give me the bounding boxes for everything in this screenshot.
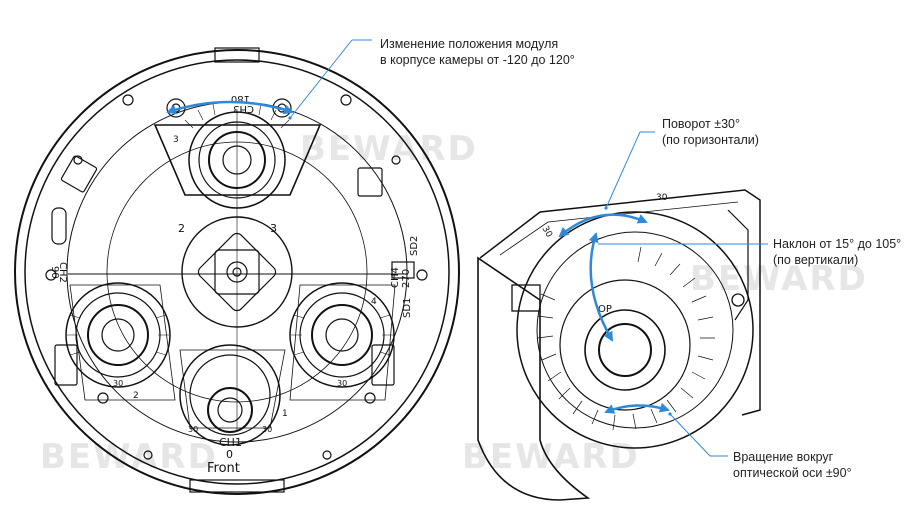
callout-line: Наклон от 15° до 105° — [773, 237, 902, 251]
marker-3-label: 3 — [270, 222, 277, 235]
watermark-text: BEWARD — [300, 129, 478, 169]
lens-body-outer — [516, 211, 754, 449]
callout-line: оптической оси ±90° — [733, 466, 852, 480]
center-hub — [181, 216, 293, 328]
sd2-label: SD2 — [409, 236, 420, 256]
box-2-label: 2 — [133, 391, 139, 401]
inner-ring — [24, 59, 450, 485]
tick-30-label: 30 — [188, 425, 198, 434]
callout-rotation: Поворот ±30° (по горизонтали) — [662, 116, 759, 148]
tick-30-label: 30 — [113, 379, 123, 388]
box-4-label: 4 — [371, 297, 377, 307]
callout-line: в корпусе камеры от -120 до 120° — [380, 53, 575, 67]
ch4-angle-label: 270 — [401, 269, 412, 288]
ch4-label: CH4 — [390, 267, 401, 288]
module-position-leader — [288, 39, 353, 120]
optical-rotation-arrow — [604, 402, 670, 414]
sd1-label: SD1 — [402, 298, 413, 318]
ch2-label: CH2 — [57, 262, 68, 283]
callout-line: Поворот ±30° — [662, 117, 740, 131]
sd-slot-1 — [391, 261, 415, 279]
camera-side-view — [477, 189, 761, 501]
rotation-arrow — [558, 213, 648, 238]
callout-line: Вращение вокруг — [733, 450, 834, 464]
ch3-angle-label: 180 — [231, 93, 250, 104]
module-position-arrow — [166, 100, 294, 115]
left-top-connector — [60, 155, 98, 193]
rotation-leader — [604, 131, 641, 210]
marker-2-label: 2 — [178, 222, 185, 235]
ch2-angle-label: 90 — [49, 266, 60, 279]
top-view-labels: CH1 0 Front CH2 90 CH3 180 CH4 270 SD1 S… — [49, 93, 420, 476]
top-tab — [214, 47, 260, 63]
left-connector — [54, 344, 78, 386]
bottom-tab — [189, 479, 285, 493]
callout-line: (по горизонтали) — [662, 133, 759, 147]
watermark-text: BEWARD — [690, 259, 868, 299]
housing-front — [477, 256, 591, 501]
side-bracket — [727, 209, 749, 321]
camera-module-ch3 — [153, 98, 322, 209]
optical-leader — [668, 412, 711, 457]
callout-optical-axis: Вращение вокруг оптической оси ±90° — [733, 449, 852, 481]
right-top-connector — [357, 167, 383, 197]
watermarks: BEWARD BEWARD BEWARD BEWARD — [40, 129, 868, 477]
tick-30-label: 30 — [337, 379, 347, 388]
callout-tilt: Наклон от 15° до 105° (по вертикали) — [773, 236, 901, 268]
camera-module-ch1 — [179, 344, 286, 446]
tick-30-label: 30 — [262, 425, 272, 434]
front-label: Front — [207, 461, 240, 476]
watermark-text: BEWARD — [40, 437, 218, 477]
ch1-angle-label: 0 — [226, 448, 233, 461]
box-3-label: 3 — [173, 135, 179, 145]
screw-holes — [45, 94, 428, 460]
lens-glass — [598, 323, 652, 377]
lens-fins — [537, 246, 715, 431]
callout-module-position: Изменение положения модуля в корпусе кам… — [380, 36, 575, 68]
outer-ring — [14, 49, 460, 495]
tilt-arrow — [588, 232, 614, 342]
bracket-screw — [731, 293, 745, 307]
watermark-text: BEWARD — [462, 437, 640, 477]
tick-30-label: 30 — [656, 193, 668, 203]
ch1-label: CH1 — [219, 436, 242, 449]
switch — [51, 207, 67, 245]
lens-ring — [584, 309, 666, 391]
callout-line: (по вертикали) — [773, 253, 859, 267]
box-1-label: 1 — [282, 409, 288, 419]
right-connector — [371, 344, 395, 386]
callout-line: Изменение положения модуля — [380, 37, 559, 51]
housing-back — [479, 189, 761, 416]
